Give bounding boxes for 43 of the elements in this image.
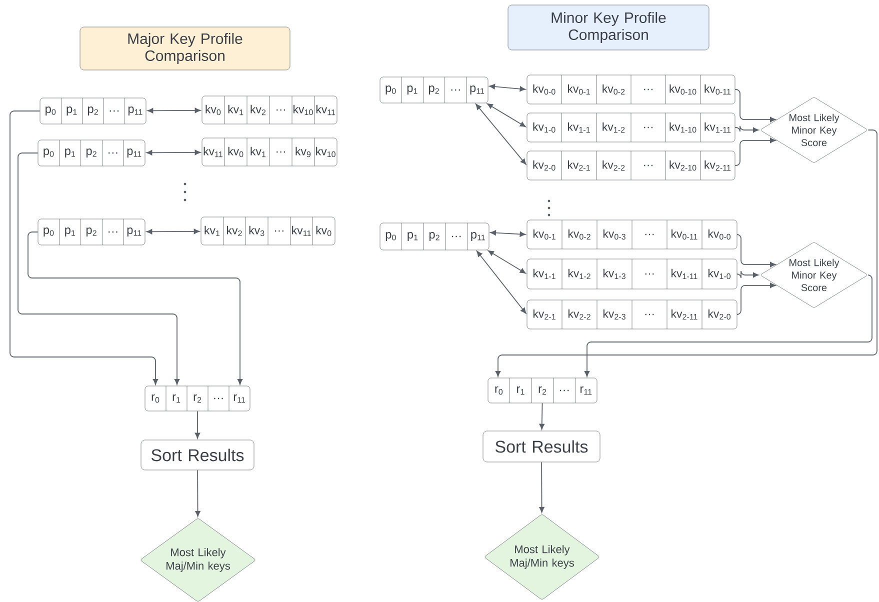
- array-row: kv$_{2-1}$ kv$_{2-2}$ kv$_{2-3}$ … kv$_{2-11}$ kv$_{2-0}$: [526, 300, 738, 330]
- arrow: [734, 89, 776, 122]
- arrow: [736, 282, 776, 315]
- array-row: p$_{0}$ p$_{1}$ p$_{2}$ … p$_{11}$: [40, 98, 146, 124]
- array-row: kv$_{1-1}$ kv$_{1-2}$ kv$_{1-3}$ … kv$_{1-11}$ kv$_{1-0}$: [526, 258, 738, 290]
- array-row: kv$_{0-0}$ kv$_{0-1}$ kv$_{0-2}$ … kv$_{0-10}$ kv$_{0-11}$: [526, 74, 736, 104]
- array-row: r$_{0}$ r$_{1}$ r$_{2}$ … r$_{11}$: [144, 386, 250, 412]
- arrow: [147, 108, 201, 114]
- array-row: p$_{0}$ p$_{1}$ p$_{2}$ … p$_{11}$: [380, 76, 488, 104]
- arrow: [584, 274, 872, 377]
- process-box: Sort Results: [140, 440, 254, 470]
- arrow: [486, 103, 526, 128]
- arrow: [146, 228, 200, 234]
- array-row: p$_{0}$ p$_{1}$ p$_{2}$ … p$_{11}$: [38, 140, 146, 166]
- arrow: [10, 110, 158, 385]
- array-row: p$_{0}$ p$_{1}$ p$_{2}$ … p$_{11}$: [38, 218, 146, 246]
- title-box: Major Key Profile Comparison: [80, 26, 290, 70]
- array-row: p$_{0}$ p$_{1}$ p$_{2}$ … p$_{11}$: [380, 222, 490, 250]
- arrow: [28, 232, 243, 385]
- array-row: kv$_{1-0}$ kv$_{1-1}$ kv$_{1-2}$ … kv$_{1-10}$ kv$_{1-11}$: [526, 112, 736, 142]
- array-row: kv$_{0}$ kv$_{1}$ kv$_{2}$ … kv$_{10}$ kv$_{11}$: [202, 96, 338, 124]
- arrow: [476, 250, 526, 314]
- arrow: [736, 234, 776, 268]
- array-row: r$_{0}$ r$_{1}$ r$_{2}$ … r$_{11}$: [488, 378, 598, 404]
- process-box: Sort Results: [482, 430, 600, 462]
- arrow: [195, 470, 200, 517]
- array-row: kv$_{0-1}$ kv$_{0-2}$ kv$_{0-3}$ … kv$_{0-11}$ kv$_{0-0}$: [526, 220, 738, 250]
- arrow: [490, 230, 526, 237]
- arrow: [146, 150, 201, 156]
- arrow: [488, 250, 526, 274]
- arrow: [734, 138, 776, 166]
- arrow: [539, 402, 544, 430]
- array-row: kv$_{11}$ kv$_{0}$ kv$_{1}$ … kv$_{9}$ kv$_{10}$: [202, 138, 338, 166]
- arrow: [18, 152, 180, 385]
- array-row: kv$_{1}$ kv$_{2}$ kv$_{3}$ … kv$_{11}$ kv$_{0}$: [200, 216, 336, 246]
- arrow: [489, 84, 526, 92]
- arrow: [734, 126, 759, 133]
- arrow: [476, 104, 526, 165]
- arrow: [194, 410, 200, 439]
- array-row: kv$_{2-0}$ kv$_{2-1}$ kv$_{2-2}$ … kv$_{2-10}$ kv$_{2-11}$: [526, 150, 736, 180]
- title-box: Minor Key Profile Comparison: [508, 4, 710, 50]
- arrow: [736, 270, 759, 278]
- arrow: [539, 462, 544, 513]
